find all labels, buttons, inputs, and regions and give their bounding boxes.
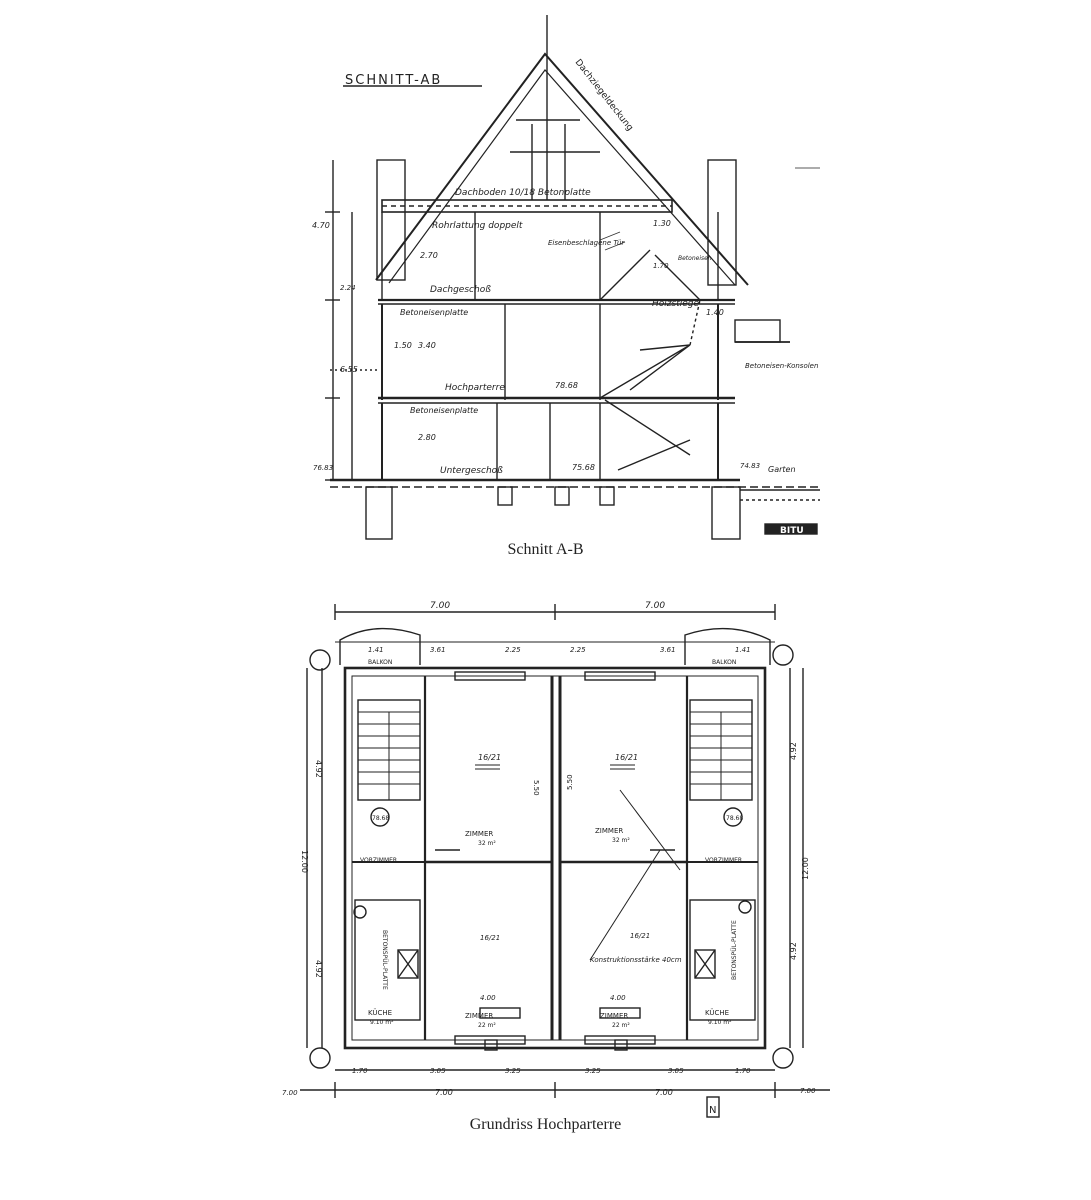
- bottom-dim-right: 7.00: [655, 1088, 673, 1097]
- sink-right: BETONSPÜL-PLATTE: [731, 920, 738, 980]
- room-upper-right: ZIMMER: [595, 827, 623, 835]
- dim-6-55: 6.55: [340, 365, 358, 374]
- console-label: Betoneisen-Konsolen: [745, 362, 818, 370]
- slab2-label: Betoneisenplatte: [410, 406, 478, 415]
- bottom-dim-170-right: 1.70: [735, 1067, 751, 1075]
- vestibule-right: VORZIMMER: [705, 857, 742, 864]
- top-dim-right: 7.00: [645, 601, 665, 611]
- bottom-dim-305-left: 3.05: [430, 1067, 446, 1075]
- side-dim-lower-left: 4.92: [314, 960, 323, 978]
- dim-75-68: 75.68: [572, 463, 595, 472]
- bottom-dim-305-right: 3.05: [668, 1067, 684, 1075]
- mid-dim-2: 3.61: [430, 646, 446, 654]
- dim-1-30: 1.30: [653, 219, 671, 228]
- basement-label: Untergeschoß: [440, 466, 503, 476]
- beam-lower-right: 16/21: [630, 932, 650, 940]
- room-lower-left-area: 22 m²: [478, 1022, 496, 1029]
- kitchen-right-area: 9.10 m²: [708, 1019, 732, 1026]
- dim-1-70: 1.70: [653, 262, 669, 270]
- section-title: SCHNITT-AB: [345, 73, 442, 88]
- bottom-dim-far-right: 7.00: [800, 1087, 816, 1095]
- room-dim-left: 5.50: [532, 780, 540, 796]
- steel-door-label: Eisenbeschlagene Tür: [548, 239, 625, 247]
- mid-dim-1: 1.41: [368, 646, 384, 654]
- north-marker: N: [709, 1105, 716, 1116]
- ground-floor-note: Hochparterre: [445, 383, 505, 393]
- room-upper-right-area: 32 m²: [612, 837, 630, 844]
- balcony-left: BALKON: [368, 659, 392, 666]
- dim-76-83: 76.83: [313, 464, 333, 472]
- mid-dim-3: 2.25: [505, 646, 521, 654]
- dim-3-40: 3.40: [418, 341, 436, 350]
- kitchen-left: KÜCHE: [368, 1008, 392, 1017]
- concrete-label: Betoneisen: [678, 255, 712, 262]
- stair-level-left: 78.68: [372, 815, 389, 822]
- sink-left: BETONSPÜL-PLATTE: [381, 930, 388, 990]
- beam-size-right: 16/21: [615, 753, 638, 762]
- dim-2-24: 2.24: [340, 284, 356, 292]
- room-dim-4-right: 4.00: [610, 994, 626, 1002]
- bottom-dim-far-left: 7.00: [282, 1089, 298, 1097]
- beam-size-left: 16/21: [478, 753, 501, 762]
- stair-level-right: 78.68: [726, 815, 743, 822]
- attic-storey-label: Dachgeschoß: [430, 285, 491, 295]
- dim-74-83: 74.83: [740, 462, 760, 470]
- room-upper-left-area: 32 m²: [478, 840, 496, 847]
- room-upper-left: ZIMMER: [465, 830, 493, 838]
- kitchen-right: KÜCHE: [705, 1008, 729, 1017]
- room-lower-left: ZIMMER: [465, 1012, 493, 1020]
- garden-label: Garten: [768, 465, 796, 474]
- side-dim-total-left: 12.00: [300, 850, 309, 873]
- bottom-dim-325-right: 3.25: [585, 1067, 601, 1075]
- mid-dim-6: 1.41: [735, 646, 751, 654]
- side-dim-lower-right: 4.92: [789, 942, 798, 960]
- plan-caption: Grundriss Hochparterre: [469, 1116, 622, 1133]
- mid-dim-4: 2.25: [570, 646, 586, 654]
- balcony-right: BALKON: [712, 659, 736, 666]
- dim-1-50: 1.50: [394, 341, 412, 350]
- bottom-dim-325-left: 3.25: [505, 1067, 521, 1075]
- beam-lower-left: 16/21: [480, 934, 500, 942]
- bottom-dim-170-left: 1.70: [352, 1067, 368, 1075]
- reed-ceiling-label: Rohrlattung doppelt: [432, 221, 523, 231]
- room-lower-right-area: 22 m²: [612, 1022, 630, 1029]
- side-dim-upper-right: 4.92: [789, 742, 798, 760]
- room-dim-4-left: 4.00: [480, 994, 496, 1002]
- room-dim-right: 5.50: [566, 774, 574, 790]
- construction-note: Konstruktionsstärke 40cm: [590, 956, 682, 964]
- dim-4-70: 4.70: [312, 221, 330, 230]
- dim-78-68: 78.68: [555, 381, 578, 390]
- slab1-label: Betoneisenplatte: [400, 308, 468, 317]
- kitchen-left-area: 9.10 m²: [370, 1019, 394, 1026]
- section-caption: Schnitt A-B: [507, 541, 584, 558]
- attic-floor-label: Dachboden 10/18 Betonplatte: [455, 188, 591, 198]
- bottom-dim-left: 7.00: [435, 1088, 453, 1097]
- wooden-stair-label: Holzstiege: [652, 299, 699, 309]
- top-dim-left: 7.00: [430, 601, 450, 611]
- dim-1-40: 1.40: [706, 308, 724, 317]
- vestibule-left: VORZIMMER: [360, 857, 397, 864]
- mid-dim-5: 3.61: [660, 646, 676, 654]
- stamp-label: BITU: [780, 526, 804, 536]
- side-dim-upper-left: 4.92: [314, 760, 323, 778]
- dim-2-80: 2.80: [418, 433, 436, 442]
- dim-2-70: 2.70: [420, 251, 438, 260]
- room-lower-right: ZIMMER: [600, 1012, 628, 1020]
- side-dim-total-right: 12.00: [801, 857, 810, 880]
